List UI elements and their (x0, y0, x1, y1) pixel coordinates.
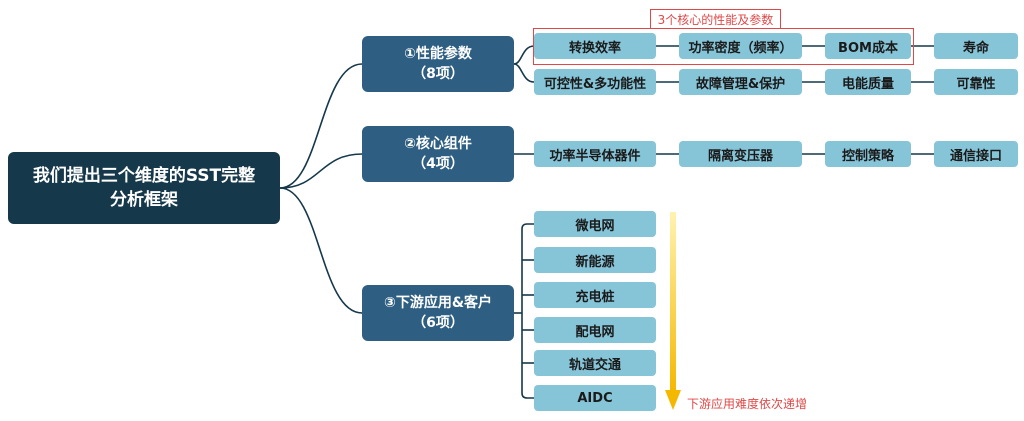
leaf-label: 配电网 (575, 324, 615, 340)
connector-root-branch1 (279, 63, 363, 189)
leaf-label: 控制策略 (841, 148, 894, 164)
leaf-label: 可控性&多功能性 (543, 76, 647, 92)
leaf-label: 充电桩 (575, 289, 615, 305)
leaf-reliability[interactable]: 可靠性 (934, 69, 1018, 95)
leaf-label: 隔离变压器 (707, 148, 773, 164)
branch-title: ①性能参数 (404, 46, 472, 62)
leaf-isolation-transformer[interactable]: 隔离变压器 (679, 141, 802, 167)
leaf-bom-cost[interactable]: BOM成本 (825, 33, 911, 59)
leaf-fault-management[interactable]: 故障管理&保护 (679, 69, 802, 95)
connector-root-branch3 (279, 187, 363, 314)
leaf-label: 电能质量 (841, 76, 894, 92)
leaf-label: 故障管理&保护 (695, 76, 786, 92)
leaf-aidc[interactable]: AIDC (534, 385, 656, 411)
leaf-label: 微电网 (575, 218, 615, 234)
leaf-label: 功率半导体器件 (549, 148, 641, 164)
leaf-label: 可靠性 (956, 76, 996, 92)
branch-count: （6项） (412, 315, 464, 331)
root-node[interactable]: 我们提出三个维度的SST完整分析框架 (8, 152, 280, 224)
leaf-charging-pile[interactable]: 充电桩 (534, 282, 656, 308)
branch-downstream-applications[interactable]: ③下游应用&客户 （6项） (362, 285, 514, 341)
branch-count: （8项） (412, 66, 464, 82)
leaf-label: BOM成本 (838, 40, 898, 56)
difficulty-arrow-icon (665, 212, 681, 410)
connector-branch1-row2 (513, 63, 535, 83)
leaf-label: AIDC (577, 390, 613, 406)
branch-title: ③下游应用&客户 (383, 295, 493, 311)
leaf-label: 功率密度（频率） (688, 40, 793, 56)
leaf-lifetime[interactable]: 寿命 (934, 33, 1018, 59)
leaf-communication-interface[interactable]: 通信接口 (934, 141, 1018, 167)
leaf-label: 新能源 (575, 254, 615, 270)
leaf-distribution-network[interactable]: 配电网 (534, 317, 656, 343)
leaf-controllability[interactable]: 可控性&多功能性 (534, 69, 656, 95)
branch-core-components[interactable]: ②核心组件 （4项） (362, 126, 514, 182)
leaf-power-semiconductor[interactable]: 功率半导体器件 (534, 141, 656, 167)
branch-count: （4项） (412, 156, 464, 172)
highlight-box (533, 28, 914, 65)
leaf-label: 轨道交通 (568, 357, 621, 373)
leaf-power-quality[interactable]: 电能质量 (825, 69, 911, 95)
leaf-label: 寿命 (962, 40, 989, 56)
leaf-conversion-efficiency[interactable]: 转换效率 (534, 33, 656, 59)
highlight-label: 3个核心的性能及参数 (650, 9, 781, 29)
leaf-microgrid[interactable]: 微电网 (534, 211, 656, 237)
leaf-label: 通信接口 (949, 148, 1002, 164)
connector-root-branch2 (279, 153, 363, 189)
leaf-power-density[interactable]: 功率密度（频率） (679, 33, 802, 59)
branch-performance[interactable]: ①性能参数 （8项） (362, 36, 514, 92)
leaf-control-strategy[interactable]: 控制策略 (825, 141, 911, 167)
difficulty-note: 下游应用难度依次递增 (687, 397, 808, 411)
leaf-rail-transit[interactable]: 轨道交通 (534, 350, 656, 376)
root-title: 我们提出三个维度的SST完整分析框架 (32, 166, 256, 210)
branch-title: ②核心组件 (404, 136, 472, 152)
leaf-label: 转换效率 (568, 40, 621, 56)
connector-branch1-row1 (513, 45, 535, 65)
leaf-new-energy[interactable]: 新能源 (534, 247, 656, 273)
